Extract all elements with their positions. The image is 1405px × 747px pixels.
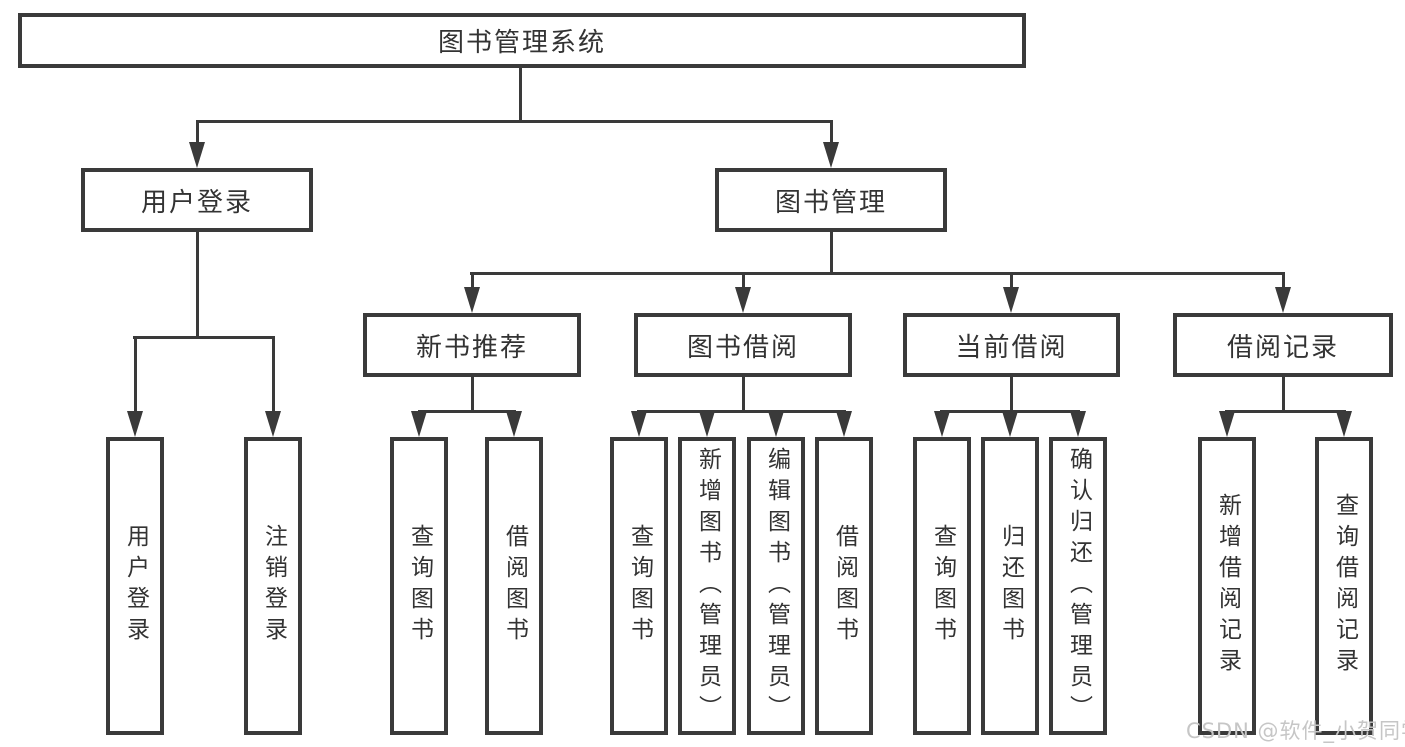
connector-drop-user-login (196, 120, 199, 144)
connector-root-bus (196, 120, 832, 123)
node-label: 用户登录 (140, 187, 253, 218)
node-current-borrow: 当前借阅 (903, 313, 1120, 377)
node-label: 新书推荐 (415, 332, 528, 363)
leaf-borrow-book-recommend: 借阅图书 (485, 437, 543, 735)
leaf-label: 新增图书（管理员） (694, 446, 721, 726)
node-user-login: 用户登录 (81, 168, 313, 232)
node-label: 图书管理系统 (437, 28, 606, 58)
arrow-down-leaf (934, 411, 950, 437)
connector-book-mgmt-bus (470, 272, 1285, 275)
leaf-label: 查询图书 (929, 524, 956, 648)
node-label: 当前借阅 (955, 332, 1068, 363)
leaf-label: 确认归还（管理员） (1065, 446, 1092, 726)
leaf-logout-login: 注销登录 (244, 437, 302, 735)
arrow-down-leaf (768, 411, 784, 437)
arrow-down-new-book-rec (464, 287, 480, 313)
node-borrow-record: 借阅记录 (1173, 313, 1393, 377)
node-book-borrow: 图书借阅 (634, 313, 852, 377)
leaf-query-book-borrow: 查询图书 (610, 437, 668, 735)
connector-current-borrow-stub (1010, 377, 1013, 412)
leaf-add-book-admin: 新增图书（管理员） (678, 437, 736, 735)
arrow-down-leaf (1336, 411, 1352, 437)
leaf-label: 借阅图书 (501, 524, 528, 648)
leaf-label: 借阅图书 (831, 524, 858, 648)
arrow-down-user-login (189, 142, 205, 168)
connector-new-book-rec-stub (471, 377, 474, 412)
arrow-down-leaf (411, 411, 427, 437)
connector-book-borrow-stub (742, 377, 745, 412)
arrow-down-leaf (1219, 411, 1235, 437)
connector-drop-borrow-record (1282, 272, 1285, 289)
arrow-down-borrow-record (1275, 287, 1291, 313)
connector-drop-book-mgmt (830, 120, 833, 144)
csdn-watermark: CSDN @软件_小贺同学 (1186, 719, 1405, 743)
connector-new-book-rec-bus (418, 410, 516, 413)
arrow-down-leaf-user-login (127, 411, 143, 437)
connector-drop-new-book-rec (471, 272, 474, 289)
leaf-label: 查询借阅记录 (1331, 493, 1358, 679)
arrow-down-leaf (631, 411, 647, 437)
node-library-management-system: 图书管理系统 (18, 13, 1026, 68)
arrow-down-book-borrow (735, 287, 751, 313)
connector-drop-leaf-user-login (134, 336, 137, 412)
leaf-label: 查询图书 (406, 524, 433, 648)
leaf-confirm-return-admin: 确认归还（管理员） (1049, 437, 1107, 735)
leaf-label: 编辑图书（管理员） (763, 446, 790, 726)
arrow-down-book-mgmt (823, 142, 839, 168)
connector-drop-book-borrow (742, 272, 745, 289)
node-label: 借阅记录 (1226, 332, 1339, 363)
arrow-down-leaf (506, 411, 522, 437)
connector-user-login-bus (133, 336, 275, 339)
leaf-label: 归还图书 (997, 524, 1024, 648)
leaf-query-book-recommend: 查询图书 (390, 437, 448, 735)
arrow-down-leaf (836, 411, 852, 437)
leaf-label: 查询图书 (626, 524, 653, 648)
connector-user-login-stub (196, 232, 199, 337)
leaf-label: 注销登录 (260, 524, 287, 648)
leaf-label: 用户登录 (122, 524, 149, 648)
arrow-down-leaf (1002, 411, 1018, 437)
leaf-add-borrow-record: 新增借阅记录 (1198, 437, 1256, 735)
leaf-borrow-book: 借阅图书 (815, 437, 873, 735)
arrow-down-leaf (699, 411, 715, 437)
arrow-down-leaf-logout (265, 411, 281, 437)
node-new-book-recommend: 新书推荐 (363, 313, 581, 377)
leaf-edit-book-admin: 编辑图书（管理员） (747, 437, 805, 735)
connector-borrow-record-stub (1282, 377, 1285, 412)
leaf-query-borrow-record: 查询借阅记录 (1315, 437, 1373, 735)
leaf-return-book: 归还图书 (981, 437, 1039, 735)
node-label: 图书管理 (774, 187, 887, 218)
connector-drop-leaf-logout (272, 336, 275, 412)
connector-root-stub (519, 66, 522, 121)
connector-book-mgmt-stub (830, 232, 833, 274)
leaf-user-login: 用户登录 (106, 437, 164, 735)
connector-book-borrow-bus (637, 410, 846, 413)
leaf-label: 新增借阅记录 (1214, 493, 1241, 679)
leaf-query-book-current: 查询图书 (913, 437, 971, 735)
arrow-down-current-borrow (1003, 287, 1019, 313)
connector-borrow-record-bus (1225, 410, 1346, 413)
node-book-management: 图书管理 (715, 168, 947, 232)
node-label: 图书借阅 (686, 332, 799, 363)
arrow-down-leaf (1070, 411, 1086, 437)
connector-drop-current-borrow (1010, 272, 1013, 289)
